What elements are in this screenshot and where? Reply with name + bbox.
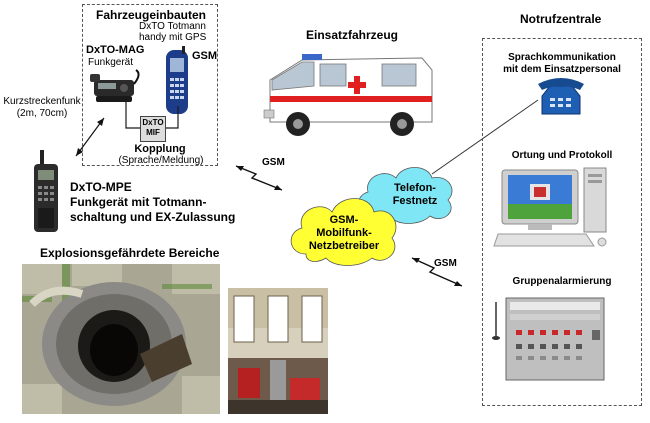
emergency-center-title: Notrufzentrale <box>520 12 601 27</box>
location-protocol-label: Ortung und Protokoll <box>486 150 638 162</box>
industrial-hall-photo <box>228 288 328 414</box>
mag-title: DxTO-MAG <box>86 44 144 57</box>
short-range-radio-label-1: Kurzstreckenfunk <box>0 96 84 108</box>
lightning-icon <box>408 254 470 290</box>
voice-communication-label-1: Sprachkommunikation <box>486 52 638 64</box>
group-alarm-label: Gruppenalarmierung <box>486 276 638 288</box>
desk-phone-icon <box>536 78 586 120</box>
explosion-areas-title: Explosionsgefährdete Bereiche <box>40 246 219 261</box>
gsm-mobile-network-label-1: GSM- <box>304 214 384 227</box>
mpe-title: DxTO-MPE <box>70 180 132 195</box>
kopplung-subtitle: (Sprache/Meldung) <box>106 155 216 167</box>
mif-label-2: MIF <box>140 128 166 138</box>
emergency-vehicle-title: Einsatzfahrzeug <box>306 28 398 43</box>
voice-communication-label-2: mit dem Einsatzpersonal <box>486 64 638 76</box>
mag-subtitle: Funkgerät <box>88 57 133 69</box>
manhole-photo <box>22 264 220 414</box>
gsm-mobile-network-label-3: Netzbetreiber <box>304 240 384 253</box>
lightning-icon <box>232 160 292 196</box>
mpe-description-1: Funkgerät mit Totmann- <box>70 195 206 210</box>
gsm-phone-label: GSM <box>192 50 217 63</box>
short-range-link-arrow <box>70 112 110 162</box>
radio-handset-icon <box>28 150 64 234</box>
computer-icon <box>494 164 612 250</box>
ambulance-icon <box>262 50 440 144</box>
alarm-panel-icon <box>488 290 608 390</box>
totmann-handy-label-2: handy mit GPS <box>139 32 206 44</box>
gsm-mobile-network-label-2: Mobilfunk- <box>304 227 384 240</box>
mpe-description-2: schaltung und EX-Zulassung <box>70 210 235 225</box>
mif-label-1: DxTO <box>140 118 166 128</box>
